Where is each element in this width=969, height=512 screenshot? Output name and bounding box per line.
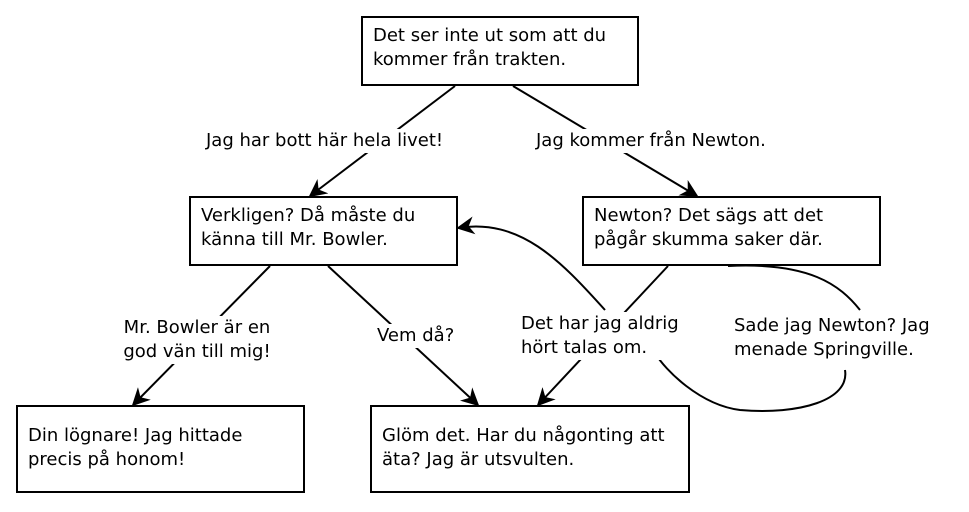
- edge-label-aldrig-hort: Det har jag aldrig hört talas om.: [519, 312, 688, 360]
- node-glom: Glöm det. Har du någonting att äta? Jag …: [370, 405, 690, 493]
- node-verkligen: Verkligen? Då måste du känna till Mr. Bo…: [189, 196, 458, 266]
- node-newton: Newton? Det sägs att det pågår skumma sa…: [582, 196, 881, 266]
- edge-label-vem-da: Vem då?: [375, 324, 457, 348]
- node-start: Det ser inte ut som att du kommer från t…: [361, 16, 639, 86]
- edge-label-fran-newton: Jag kommer från Newton.: [534, 129, 768, 153]
- edge-label-bowler-van: Mr. Bowler är en god vän till mig!: [112, 316, 282, 364]
- edge-newton-to-verkligen: [456, 216, 606, 311]
- node-lognare: Din lögnare! Jag hittade precis på honom…: [16, 405, 305, 493]
- edge-label-bott-har: Jag har bott här hela livet!: [204, 129, 446, 153]
- edge-label-sade-jag: Sade jag Newton? Jag menade Springville.: [732, 314, 954, 362]
